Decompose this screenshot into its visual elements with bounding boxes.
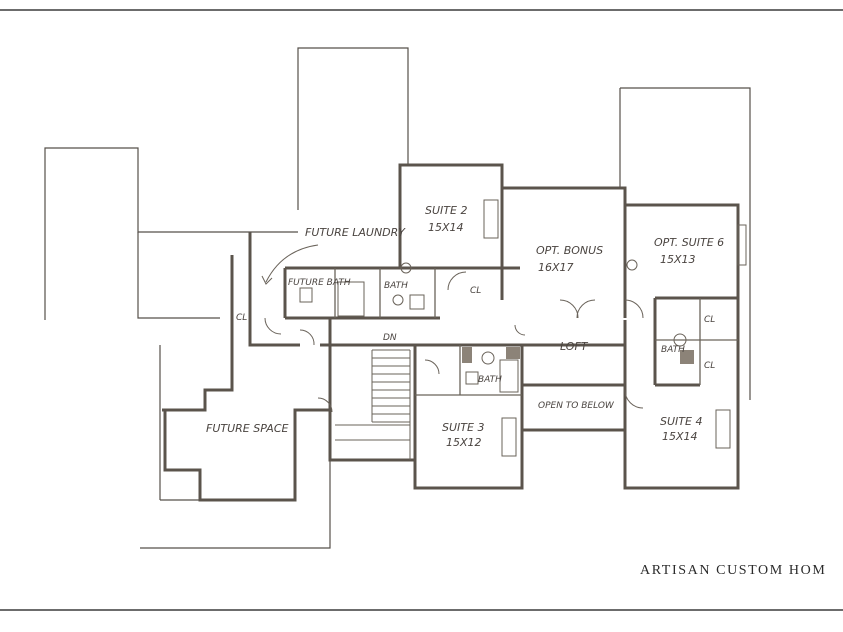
walls [162, 163, 740, 502]
future-space-label: FUTURE SPACE [206, 422, 289, 435]
open-to-below-label: OPEN TO BELOW [538, 401, 615, 411]
future-laundry-label: FUTURE LAUNDRY [305, 226, 406, 239]
bath-label-3: BATH [661, 345, 685, 355]
suite-3-name: SUITE 3 [442, 421, 484, 434]
room-labels: SUITE 2 15X14 OPT. BONUS 16X17 OPT. SUIT… [206, 204, 724, 449]
closet-label-4: CL [704, 361, 715, 371]
closet-label-2: CL [236, 313, 247, 323]
roof-outlines [44, 47, 751, 549]
fixtures [299, 199, 747, 457]
suite-3-dims: 15X12 [446, 436, 482, 449]
brand-name: ARTISAN CUSTOM HOM [640, 563, 827, 578]
wall-blocks [462, 347, 694, 364]
door-swings [264, 271, 644, 413]
suite-2-name: SUITE 2 [425, 204, 467, 217]
future-bath-label: FUTURE BATH [288, 278, 351, 288]
suite-2-dims: 15X14 [428, 221, 464, 234]
stair-treads [335, 349, 411, 460]
stair-dn-label: DN [383, 333, 397, 343]
bonus-name: OPT. BONUS [536, 244, 603, 257]
laundry-arrow-head [261, 275, 273, 285]
suite-6-name: OPT. SUITE 6 [654, 236, 724, 249]
suite-6-dims: 15X13 [660, 253, 696, 266]
bath-label-2: BATH [478, 375, 502, 385]
bonus-dims: 16X17 [538, 261, 574, 274]
bath-label-1: BATH [384, 281, 408, 291]
loft-label: LOFT [560, 340, 589, 353]
suite-4-name: SUITE 4 [660, 415, 702, 428]
closet-label-3: CL [704, 315, 715, 325]
suite-4-dims: 15X14 [662, 430, 698, 443]
laundry-arrow [265, 244, 319, 283]
closet-label-1: CL [470, 286, 481, 296]
